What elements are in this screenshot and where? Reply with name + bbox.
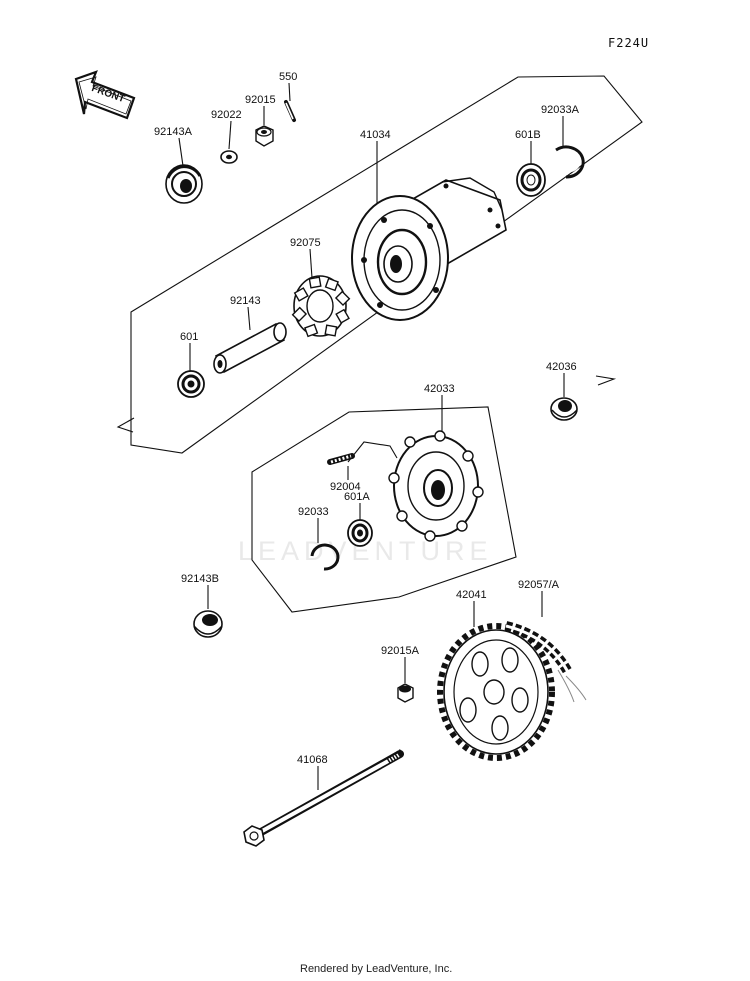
- leader-lines: [178, 82, 565, 790]
- label-92022: 92022: [211, 109, 242, 121]
- part-601B-bearing[interactable]: [516, 163, 546, 197]
- label-601: 601: [180, 331, 198, 343]
- label-42041: 42041: [456, 589, 487, 601]
- reference-arrow-left: [116, 417, 135, 433]
- hub-assembly-outline: [130, 75, 643, 454]
- part-92143A-collar[interactable]: [165, 164, 203, 204]
- label-601A: 601A: [344, 491, 370, 503]
- footer-credit: Rendered by LeadVenture, Inc.: [300, 963, 452, 975]
- part-92143-collar-tube[interactable]: [213, 322, 287, 374]
- label-92143: 92143: [230, 295, 261, 307]
- label-92143B: 92143B: [181, 573, 219, 585]
- part-550-pin[interactable]: [284, 100, 296, 122]
- label-601B: 601B: [515, 129, 541, 141]
- label-92057A: 92057/A: [518, 579, 560, 591]
- part-92075-hub-damper[interactable]: [291, 275, 351, 338]
- diagram-code: F224U: [608, 36, 649, 50]
- label-92015: 92015: [245, 94, 276, 106]
- part-92033A-circlip[interactable]: [555, 145, 585, 179]
- label-41068: 41068: [297, 754, 328, 766]
- part-92033-circlip[interactable]: [310, 543, 340, 571]
- part-41034-rear-hub[interactable]: [351, 177, 507, 321]
- part-601-bearing[interactable]: [177, 370, 205, 398]
- label-42033: 42033: [424, 383, 455, 395]
- part-labels: 550 92015 92022 92143A 41034 601B 92033A…: [154, 71, 580, 766]
- part-42036-collar[interactable]: [550, 397, 578, 421]
- front-direction-arrow: FRONT: [74, 70, 136, 120]
- label-92075: 92075: [290, 237, 321, 249]
- label-92004: 92004: [330, 481, 361, 493]
- label-92033A: 92033A: [541, 104, 580, 116]
- reference-arrow-right: [595, 375, 617, 386]
- part-92022-washer[interactable]: [220, 150, 238, 164]
- label-92033: 92033: [298, 506, 329, 518]
- part-42041-rear-sprocket[interactable]: [437, 623, 555, 761]
- part-92143B-collar[interactable]: [193, 610, 223, 638]
- part-92057A-drive-chain[interactable]: [504, 621, 587, 703]
- label-92143A: 92143A: [154, 126, 193, 138]
- part-601A-bearing[interactable]: [347, 519, 373, 547]
- part-92015-nut[interactable]: [255, 125, 274, 147]
- part-92015A-nut[interactable]: [397, 683, 414, 703]
- label-41034: 41034: [360, 129, 391, 141]
- part-41068-rear-axle[interactable]: [243, 749, 404, 847]
- label-42036: 42036: [546, 361, 577, 373]
- coupling-assembly-outline: [251, 406, 517, 613]
- part-42033-sprocket-coupling[interactable]: [388, 430, 484, 542]
- part-92004-stud[interactable]: [327, 453, 355, 465]
- label-550: 550: [279, 71, 297, 83]
- label-92015A: 92015A: [381, 645, 420, 657]
